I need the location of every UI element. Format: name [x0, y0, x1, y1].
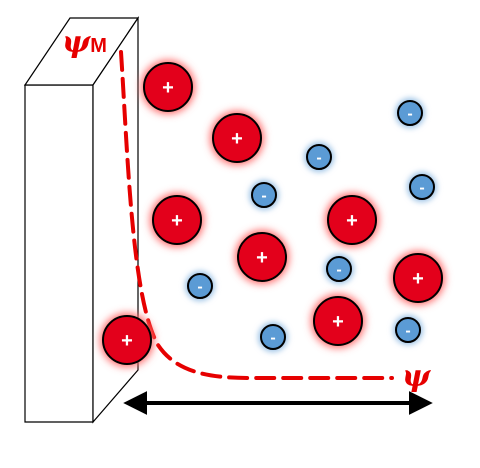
cation-ion: + [210, 111, 264, 165]
cation-ion-body [393, 253, 443, 303]
cation-ion-sign: + [412, 268, 424, 290]
anion-ion: - [185, 271, 215, 301]
cation-ion-sign: + [346, 210, 358, 232]
anion-ion-sign: - [407, 106, 412, 123]
surface-potential-subscript: M [90, 35, 107, 57]
anion-ion-sign: - [316, 150, 321, 167]
cation-ion: + [141, 60, 195, 114]
cation-ion-body [143, 62, 193, 112]
cation-ion-body [327, 195, 377, 245]
cation-ion: + [235, 230, 289, 284]
anions: - - - - - - - - [185, 98, 437, 352]
anion-ion-sign: - [197, 279, 202, 296]
anion-ion-body [306, 144, 332, 170]
anion-ion: - [258, 322, 288, 352]
cation-ion-sign: + [121, 330, 133, 352]
cation-ion-sign: + [332, 311, 344, 333]
wall-front-face [24, 84, 94, 423]
cation-ion-sign: + [231, 128, 243, 150]
anion-ion-sign: - [405, 323, 410, 340]
cation-ion-body [152, 195, 202, 245]
cation-ion: + [311, 294, 365, 348]
anion-ion-body [395, 317, 421, 343]
cation-ion: + [150, 193, 204, 247]
anion-ion: - [393, 315, 423, 345]
anion-ion-body [409, 174, 435, 200]
anion-ion: - [407, 172, 437, 202]
cation-ion-body [313, 296, 363, 346]
cations: + + + + + + + + [100, 60, 445, 367]
cation-ion-sign: + [256, 247, 268, 269]
bulk-potential-label: ψ [402, 359, 432, 394]
surface-potential-label: ψM [62, 25, 107, 60]
anion-ion-body [251, 182, 277, 208]
cation-ion: + [100, 313, 154, 367]
anion-ion-body [187, 273, 213, 299]
cation-ion-body [212, 113, 262, 163]
cation-ion-sign: + [171, 210, 183, 232]
anion-ion-sign: - [270, 330, 275, 347]
anion-ion-body [326, 256, 352, 282]
anion-ion-sign: - [336, 262, 341, 279]
cation-ion: + [391, 251, 445, 305]
anion-ion: - [395, 98, 425, 128]
anion-ion-sign: - [261, 188, 266, 205]
anion-ion-body [397, 100, 423, 126]
anion-ion-body [260, 324, 286, 350]
cation-ion-body [102, 315, 152, 365]
anion-ion: - [324, 254, 354, 284]
anion-ion-sign: - [419, 180, 424, 197]
cation-ion-body [237, 232, 287, 282]
anion-ion: - [304, 142, 334, 172]
anion-ion: - [249, 180, 279, 210]
surface-potential-symbol: ψ [62, 25, 92, 60]
cation-ion: + [325, 193, 379, 247]
cation-ion-sign: + [162, 77, 174, 99]
